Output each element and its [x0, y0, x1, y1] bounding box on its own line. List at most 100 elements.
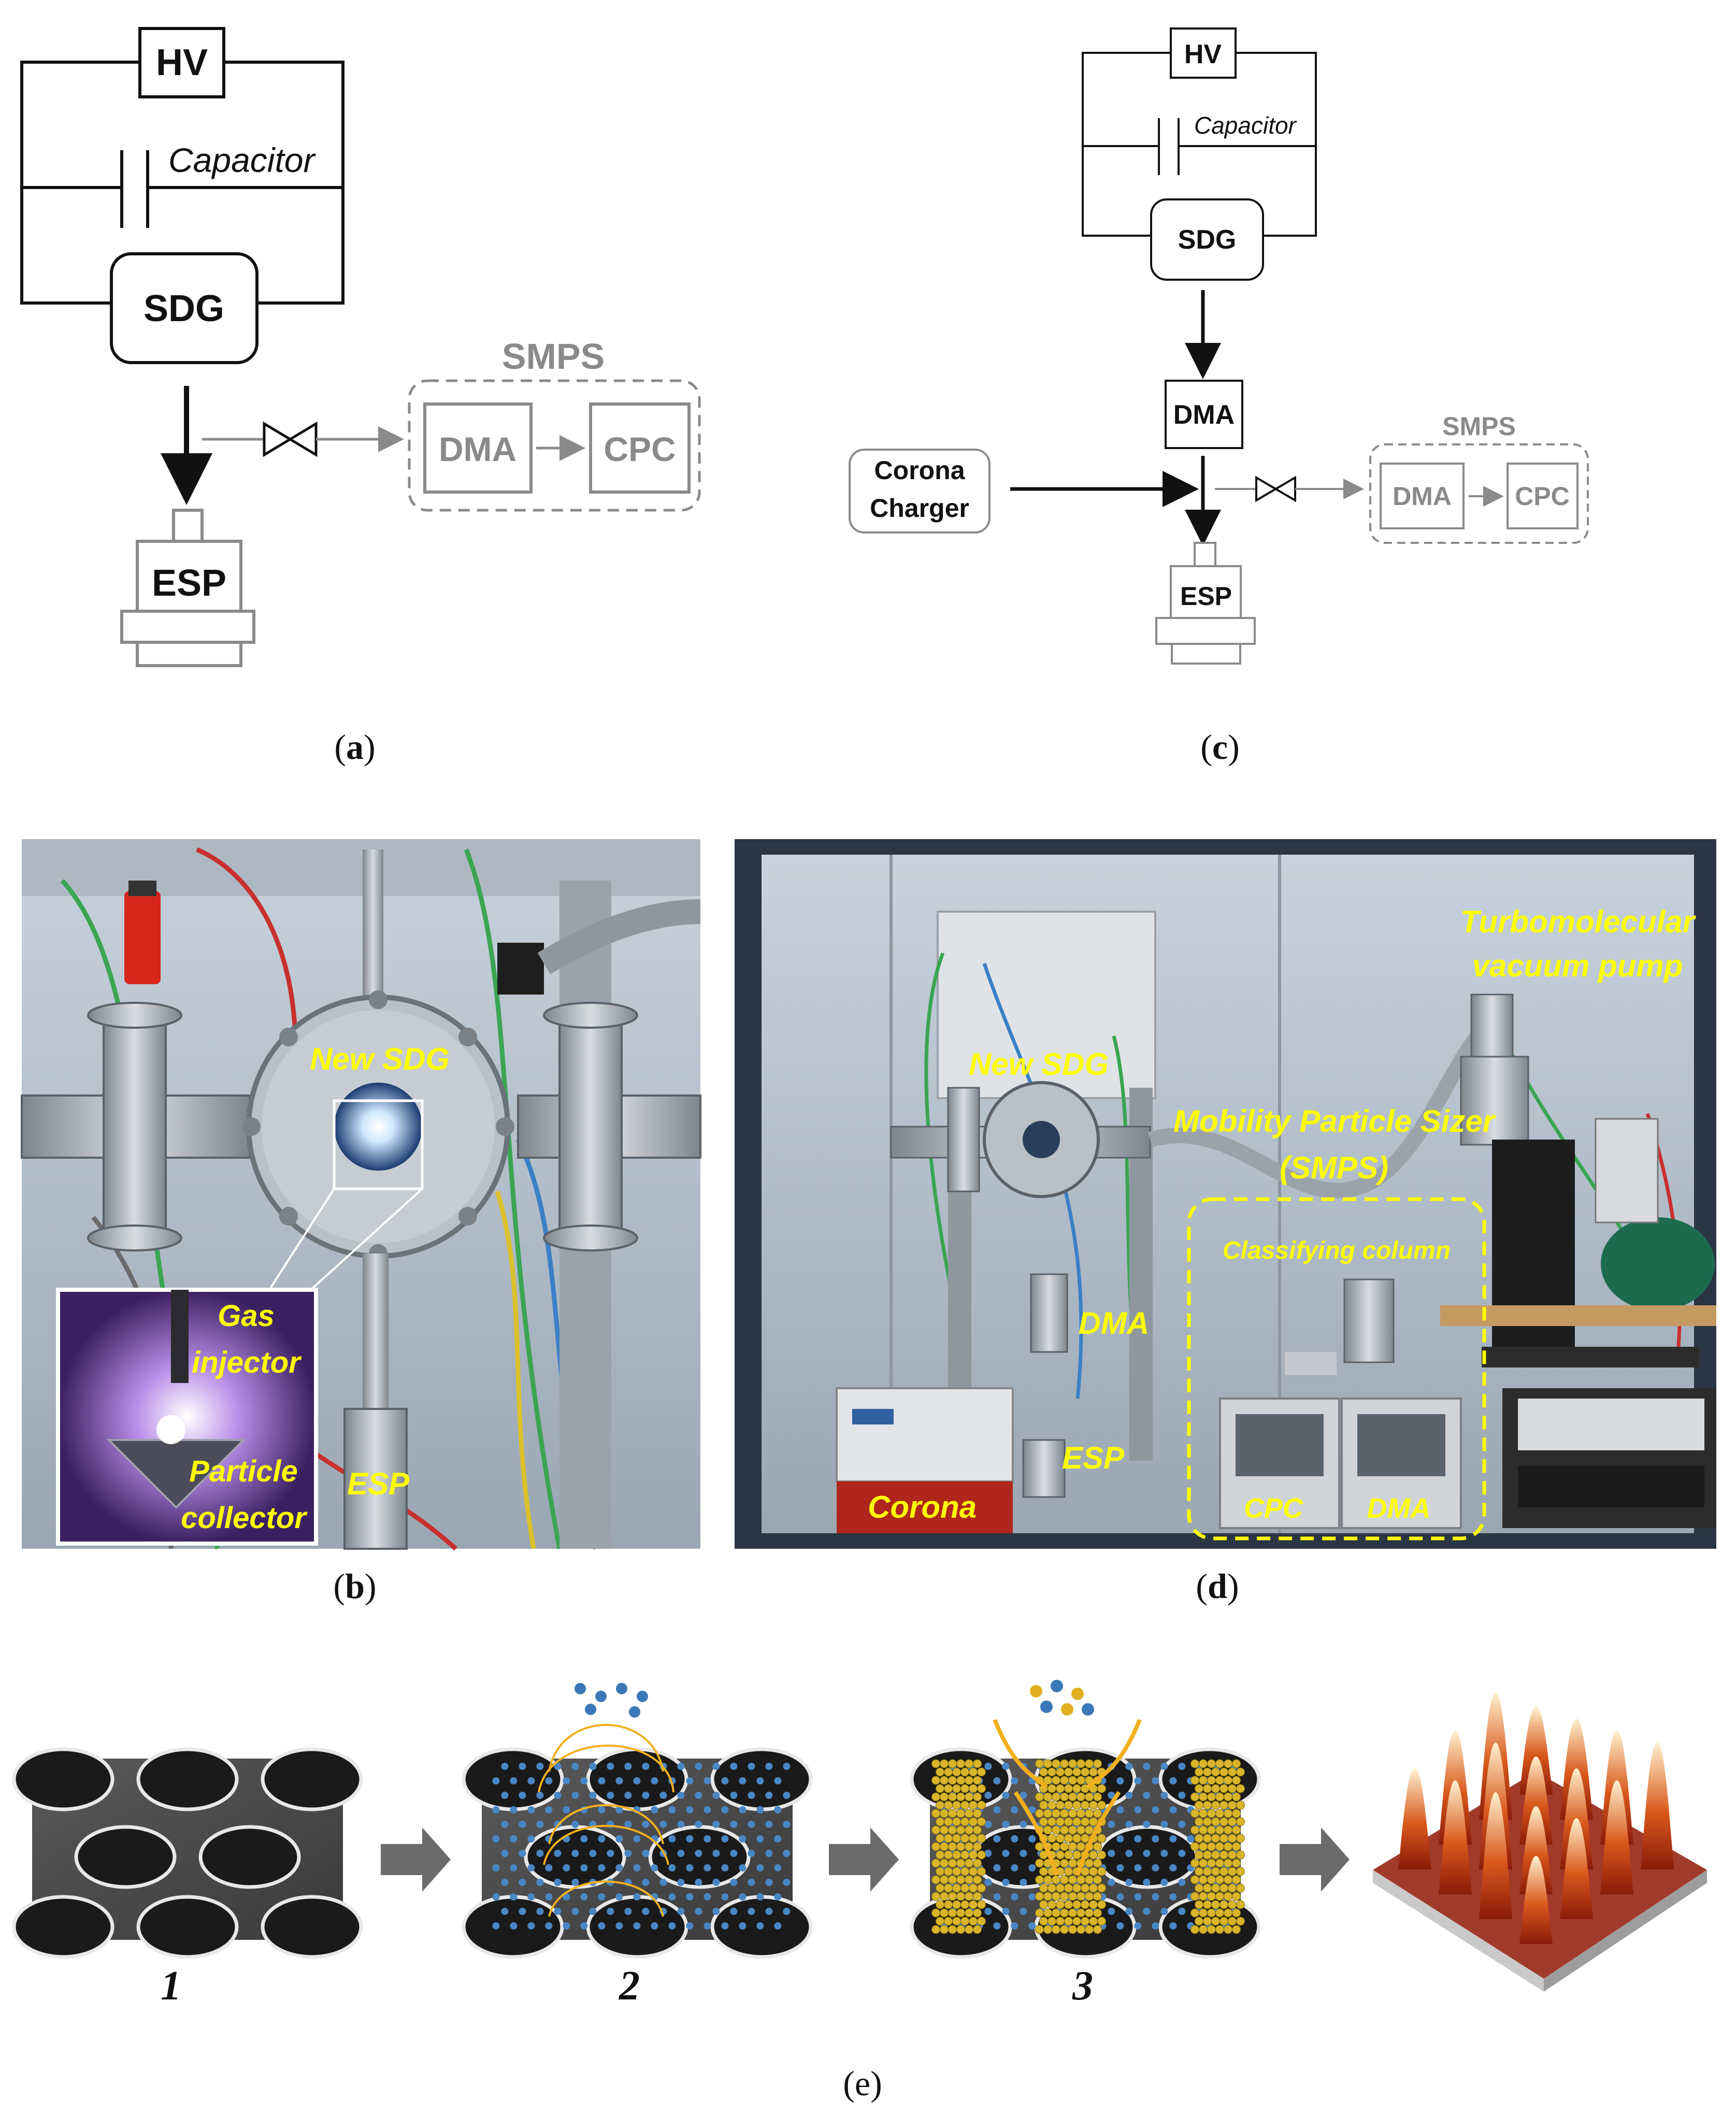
ion-dot	[765, 1792, 773, 1799]
deposited-particle	[1077, 1809, 1085, 1818]
vacuum-hose-d	[1148, 1020, 1493, 1199]
ion-dot	[598, 1835, 606, 1842]
deposited-particle	[956, 1825, 965, 1835]
deposited-particle	[1072, 1850, 1081, 1860]
deposited-particle	[1215, 1908, 1224, 1918]
deposited-particle	[1219, 1801, 1228, 1810]
deposited-particle	[1072, 1784, 1081, 1793]
ion-dot	[993, 1893, 1001, 1900]
deposited-particle	[1052, 1809, 1060, 1818]
ion-dot	[563, 1864, 570, 1871]
ion-dot	[492, 1835, 500, 1842]
ion-dot	[624, 1908, 632, 1915]
ion-dot	[1011, 1922, 1018, 1929]
dma-box-a	[423, 402, 533, 494]
ion-dot	[984, 1792, 992, 1799]
deposited-particle	[1224, 1825, 1232, 1835]
deposited-particle	[1052, 1892, 1060, 1901]
deposited-particle	[1056, 1801, 1065, 1810]
ion-dot	[527, 1777, 535, 1784]
ion-dot	[1125, 1908, 1133, 1915]
deposited-particle	[1199, 1792, 1208, 1802]
deposited-particle	[931, 1875, 940, 1884]
deposited-particle	[965, 1759, 973, 1768]
corona-base	[837, 1481, 1013, 1533]
ion-dot	[668, 1806, 676, 1813]
ion-dot	[580, 1864, 588, 1871]
deposited-particle	[1211, 1900, 1220, 1909]
step-label-1: 1	[161, 1963, 181, 2009]
deposited-particle	[931, 1809, 940, 1818]
deposited-particle	[948, 1759, 957, 1768]
deposited-particle	[1052, 1925, 1060, 1934]
deposited-particle	[931, 1792, 940, 1802]
ion-dot	[739, 1922, 747, 1929]
deposited-particle	[1081, 1767, 1089, 1777]
ion-dot	[527, 1864, 535, 1871]
ion-dot	[1178, 1850, 1186, 1857]
deposited-particle	[969, 1900, 978, 1909]
ion-dot	[677, 1792, 685, 1799]
deposited-particle	[1236, 1867, 1245, 1876]
ion-dot	[501, 1821, 509, 1828]
capacitor-label: Capacitor	[168, 141, 316, 179]
deposited-particles-3	[931, 1759, 1245, 1934]
deposited-particle	[1228, 1834, 1237, 1843]
deposited-particle	[960, 1834, 969, 1843]
deposited-particle	[1064, 1767, 1073, 1777]
deposited-particle	[1211, 1917, 1220, 1926]
deposited-particle	[940, 1908, 949, 1918]
ion-dot	[651, 1806, 658, 1813]
capacitor-symbol	[120, 150, 149, 228]
deposited-particle	[1068, 1792, 1077, 1802]
deposited-particle	[1060, 1892, 1069, 1901]
ion-dot	[783, 1850, 791, 1857]
deposited-particle	[977, 1850, 986, 1860]
deposited-particle	[1068, 1776, 1077, 1785]
deposited-particle	[1215, 1825, 1224, 1835]
deposited-particle	[1048, 1917, 1056, 1926]
deposited-particle	[1203, 1867, 1212, 1876]
ion-dot	[1134, 1835, 1142, 1842]
ion-dot	[783, 1763, 791, 1770]
deposited-particle	[1207, 1825, 1216, 1835]
ion-dot	[580, 1922, 588, 1929]
deposited-particle	[1215, 1859, 1224, 1868]
corona-label-d: Corona	[868, 1490, 977, 1524]
ion-dot	[765, 1908, 773, 1915]
ion-dot	[712, 1879, 720, 1886]
esp-device-c	[1155, 542, 1256, 665]
ion-dot	[536, 1908, 544, 1915]
deposited-particle	[952, 1801, 961, 1810]
deposited-particle	[1211, 1817, 1220, 1826]
deposited-particle	[1203, 1850, 1212, 1860]
deposited-particle	[1199, 1842, 1208, 1851]
deposited-particle	[1232, 1908, 1241, 1918]
deposited-particle	[1068, 1925, 1077, 1934]
ion-dot	[1169, 1806, 1177, 1813]
deposited-particle	[1236, 1801, 1245, 1810]
deposited-particle	[936, 1850, 944, 1860]
deposited-particle	[969, 1817, 978, 1826]
deposited-particle	[960, 1883, 969, 1893]
ion-dot	[704, 1835, 711, 1842]
deposited-particle	[1207, 1842, 1216, 1851]
deposited-particle	[944, 1883, 953, 1893]
deposited-particle	[936, 1834, 944, 1843]
deposited-particle	[931, 1759, 940, 1768]
ion-dot	[774, 1835, 782, 1842]
deposited-particle	[1203, 1834, 1212, 1843]
ion-dot	[527, 1806, 535, 1813]
ion-dot	[1178, 1821, 1186, 1828]
deposited-particle	[1081, 1867, 1089, 1876]
ion-dot	[554, 1850, 562, 1857]
ion-dot	[748, 1821, 755, 1828]
panel-d: Turbomolecular vacuum pump New SDG Mobil…	[735, 839, 1716, 1606]
mobility-label-1: Mobility Particle Sizer	[1173, 1104, 1497, 1139]
ion-dot	[1002, 1763, 1010, 1770]
cpc-label-d: CPC	[1244, 1493, 1303, 1524]
deposited-particle	[952, 1917, 961, 1926]
afm-peak	[1398, 1768, 1431, 1869]
deposited-particle	[1097, 1900, 1106, 1909]
ion-dot	[1108, 1850, 1115, 1857]
